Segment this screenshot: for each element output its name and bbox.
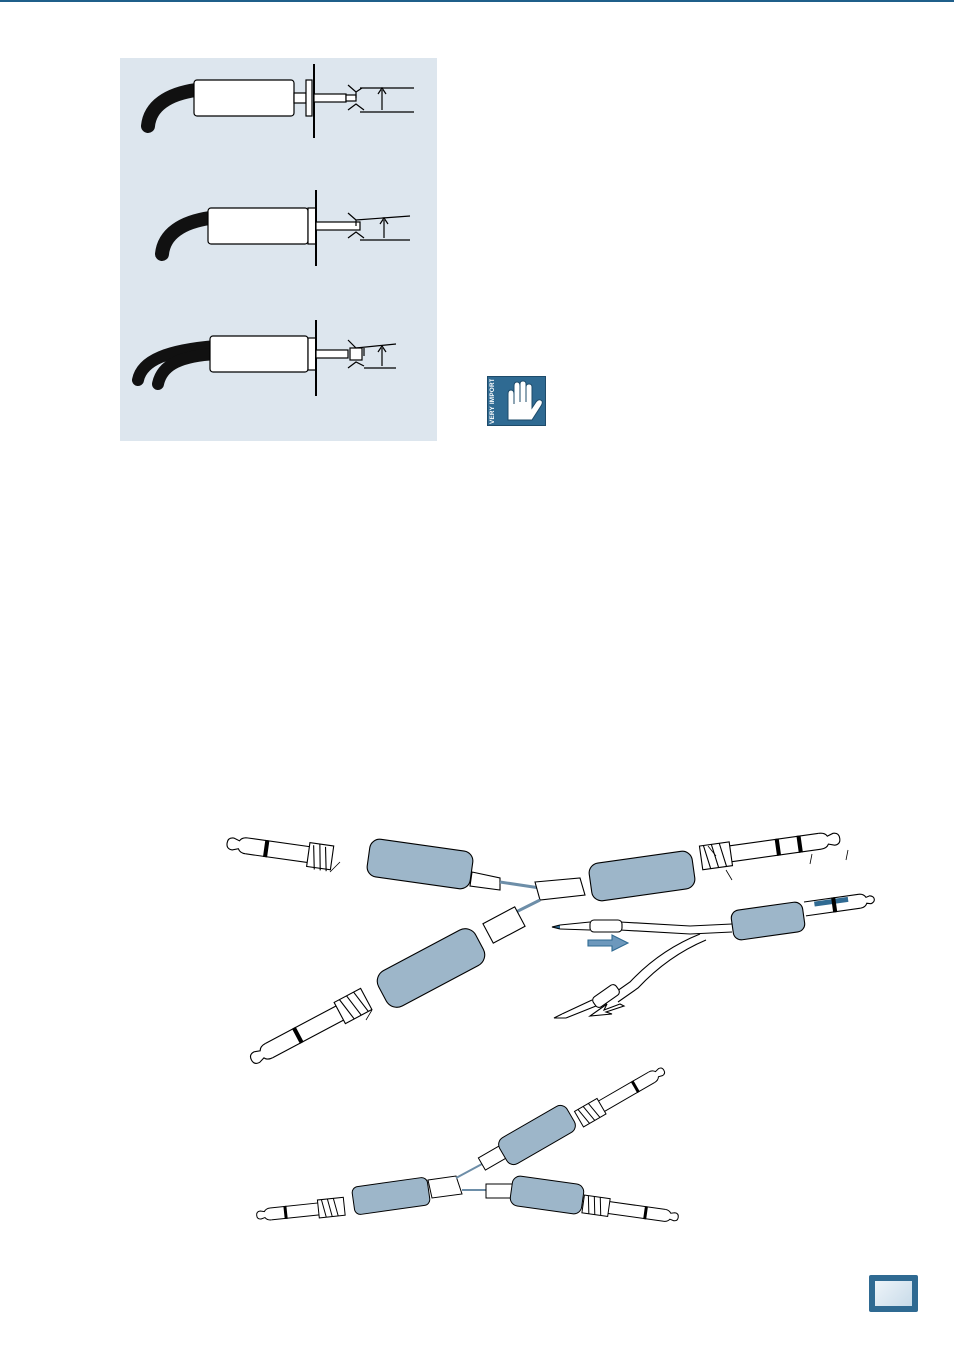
sleeve-upper: [496, 1103, 579, 1168]
sleeve-lower: [509, 1175, 584, 1215]
page-corner-tab-inner: [875, 1281, 912, 1306]
sleeve-left: [351, 1177, 430, 1215]
plug-left: [256, 1197, 345, 1224]
plug-lower: [582, 1195, 680, 1226]
plug-upper: [575, 1062, 669, 1127]
page-corner-tab: [869, 1275, 918, 1312]
